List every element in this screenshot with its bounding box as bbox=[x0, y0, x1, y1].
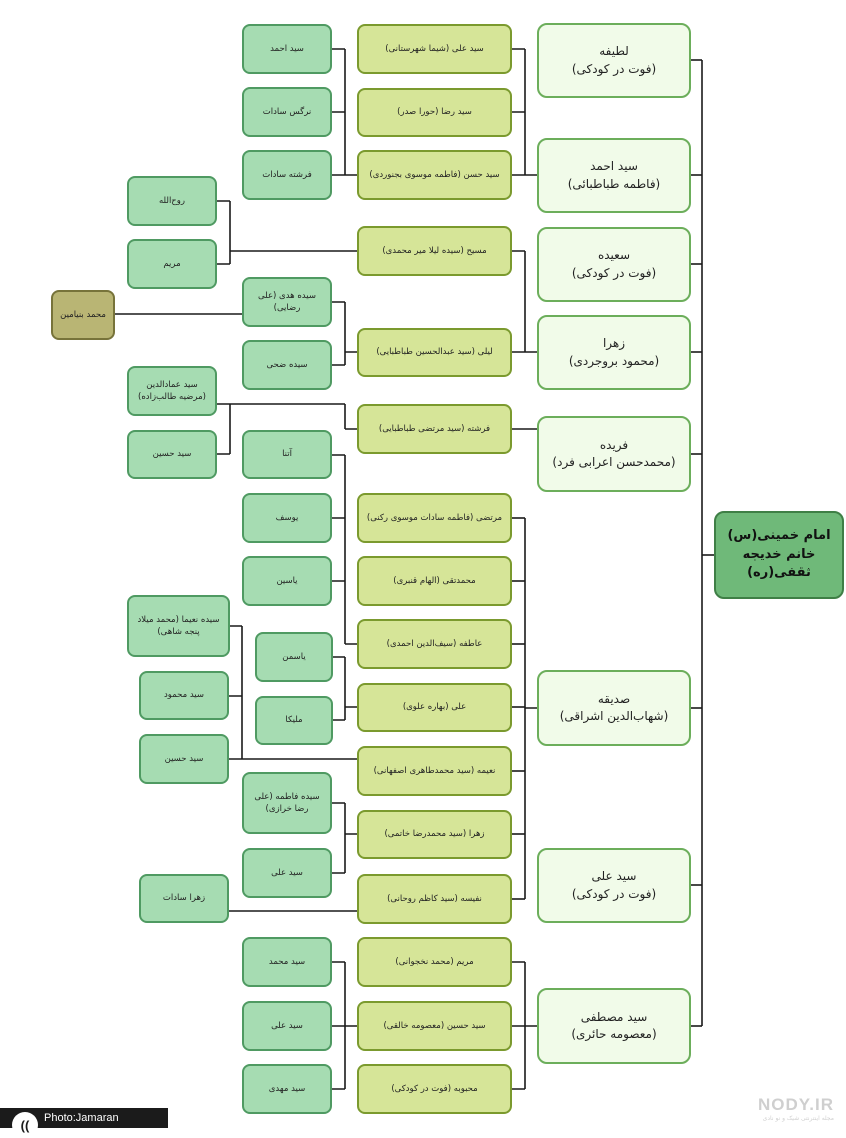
great-great-grandchild-node: محمد بنیامین bbox=[51, 290, 115, 340]
child-note: (شهاب‌الدین اشراقی) bbox=[559, 709, 669, 723]
grandchild-node: علی (بهاره علوی) bbox=[357, 683, 512, 732]
grandchild-node: محمدتقی (الهام قنبری) bbox=[357, 556, 512, 606]
grandchild-node: محبوبه (فوت در کودکی) bbox=[357, 1064, 512, 1114]
great-grandchild-node: سیده نعیما (محمد میلاد پنجه شاهی) bbox=[127, 595, 230, 657]
photo-credit-bar: (( Photo:Jamaran bbox=[0, 1108, 168, 1138]
child-name: لطیفه bbox=[599, 44, 629, 59]
grandchild-node: عاطفه (سیف‌الدین احمدی) bbox=[357, 619, 512, 669]
grandchild-node: نعیمه (سید محمدطاهری اصفهانی) bbox=[357, 746, 512, 796]
great-grandchild-node: سید محمد bbox=[242, 937, 332, 987]
grandchild-node: لیلی (سید عبدالحسین طباطبایی) bbox=[357, 328, 512, 377]
child-node-seyed-mostafa: سید مصطفی (معصومه حائری) bbox=[537, 988, 691, 1064]
connector-line bbox=[332, 802, 357, 874]
grandchild-node: سید حسن (فاطمه موسوی بجنوردی) bbox=[357, 150, 512, 200]
grandchild-node: فرشته (سید مرتضی طباطبایی) bbox=[357, 404, 512, 454]
child-note: (فاطمه طباطبائی) bbox=[567, 176, 661, 191]
child-name: فریده bbox=[599, 437, 629, 452]
great-grandchild-node: یوسف bbox=[242, 493, 332, 543]
great-grandchild-node: سید علی bbox=[242, 848, 332, 898]
root-node-imam-khomeini: امام خمینی(س) خانم خدیجه ثقفی(ره) bbox=[714, 511, 844, 599]
great-grandchild-node: زهرا سادات bbox=[139, 874, 229, 923]
connector-line bbox=[512, 250, 537, 353]
grandchild-node: زهرا (سید محمدرضا خاتمی) bbox=[357, 810, 512, 859]
child-note: (فوت در کودکی) bbox=[571, 61, 657, 76]
connector-line bbox=[229, 625, 357, 760]
grandchild-node: سید علی (شیما شهرستانی) bbox=[357, 24, 512, 74]
child-note: (فوت در کودکی) bbox=[571, 886, 657, 901]
great-grandchild-node: سید علی bbox=[242, 1001, 332, 1051]
grandchild-node: سید رضا (حورا صدر) bbox=[357, 88, 512, 137]
great-grandchild-node: سید حسین bbox=[139, 734, 229, 784]
grandchild-node: مریم (محمد نخجوانی) bbox=[357, 937, 512, 987]
grandchild-node: مسیح (سیده لیلا میر محمدی) bbox=[357, 226, 512, 276]
connector-line bbox=[512, 48, 537, 176]
connector-line bbox=[512, 961, 537, 1090]
site-watermark: NODY.IR مجله اینترنتی شیک و نو نادی bbox=[758, 1095, 834, 1122]
child-node-seyed-ahmad: سید احمد (فاطمه طباطبائی) bbox=[537, 138, 691, 213]
child-name: صدیقه bbox=[597, 691, 631, 706]
grandchild-node: نفیسه (سید کاظم روحانی) bbox=[357, 874, 512, 924]
grandchild-node: مرتضی (فاطمه سادات موسوی رکنی) bbox=[357, 493, 512, 543]
great-grandchild-node: سیده ضحی bbox=[242, 340, 332, 390]
child-node-saeedeh: سعیده (فوت در کودکی) bbox=[537, 227, 691, 302]
great-grandchild-node: سیده فاطمه (علی رضا خرازی) bbox=[242, 772, 332, 834]
great-grandchild-node: یاسین bbox=[242, 556, 332, 606]
great-grandchild-node: سید عمادالدین (مرضیه طالب‌زاده) bbox=[127, 366, 217, 416]
connector-line bbox=[524, 518, 537, 899]
connector-line bbox=[332, 454, 357, 645]
great-grandchild-node: یاسمن bbox=[255, 632, 333, 682]
grandchild-node: سید حسین (معصومه خالقی) bbox=[357, 1001, 512, 1051]
great-grandchild-node: ملیکا bbox=[255, 696, 333, 745]
child-node-farideh: فریده (محمدحسن اعرابی فرد) bbox=[537, 416, 691, 492]
child-node-sedigheh: صدیقه (شهاب‌الدین اشراقی) bbox=[537, 670, 691, 746]
child-note: (معصومه حائری) bbox=[571, 1027, 657, 1041]
child-name: سید احمد bbox=[590, 159, 638, 174]
great-grandchild-node: آتنا bbox=[242, 430, 332, 479]
great-grandchild-node: سید مهدی bbox=[242, 1064, 332, 1114]
connector-line bbox=[217, 403, 357, 455]
connector-line bbox=[332, 961, 357, 1090]
watermark-title: NODY.IR bbox=[758, 1095, 834, 1114]
great-grandchild-node: سید احمد bbox=[242, 24, 332, 74]
child-note: (محمدحسن اعرابی فرد) bbox=[552, 455, 676, 469]
camera-logo-icon: (( bbox=[12, 1112, 38, 1138]
photo-credit-text: Photo:Jamaran bbox=[44, 1112, 119, 1124]
connector-line bbox=[332, 301, 357, 366]
child-node-latifeh: لطیفه (فوت در کودکی) bbox=[537, 23, 691, 98]
great-grandchild-node: سید محمود bbox=[139, 671, 229, 720]
watermark-subtitle: مجله اینترنتی شیک و نو نادی bbox=[762, 1115, 834, 1122]
great-grandchild-node: روح‌الله bbox=[127, 176, 217, 226]
great-grandchild-node: فرشته سادات bbox=[242, 150, 332, 200]
child-node-seyed-ali: سید علی (فوت در کودکی) bbox=[537, 848, 691, 923]
child-name: سید مصطفی bbox=[580, 1009, 648, 1024]
child-note: (محمود بروجردی) bbox=[568, 353, 660, 368]
connector-line bbox=[333, 656, 357, 721]
child-node-zahra: زهرا (محمود بروجردی) bbox=[537, 315, 691, 390]
great-grandchild-node: سیده هدی (علی رضایی) bbox=[242, 277, 332, 327]
connector-line bbox=[332, 48, 357, 176]
root-line1: امام خمینی(س) bbox=[727, 527, 831, 543]
child-name: سعیده bbox=[597, 248, 631, 263]
child-name: زهرا bbox=[602, 336, 626, 351]
great-grandchild-node: سید حسین bbox=[127, 430, 217, 479]
great-grandchild-node: نرگس سادات bbox=[242, 87, 332, 137]
child-note: (فوت در کودکی) bbox=[571, 265, 657, 280]
root-line2: خانم خدیجه ثقفی(ره) bbox=[742, 546, 816, 581]
child-name: سید علی bbox=[591, 869, 637, 884]
connector-line bbox=[217, 200, 357, 265]
great-grandchild-node: مریم bbox=[127, 239, 217, 289]
